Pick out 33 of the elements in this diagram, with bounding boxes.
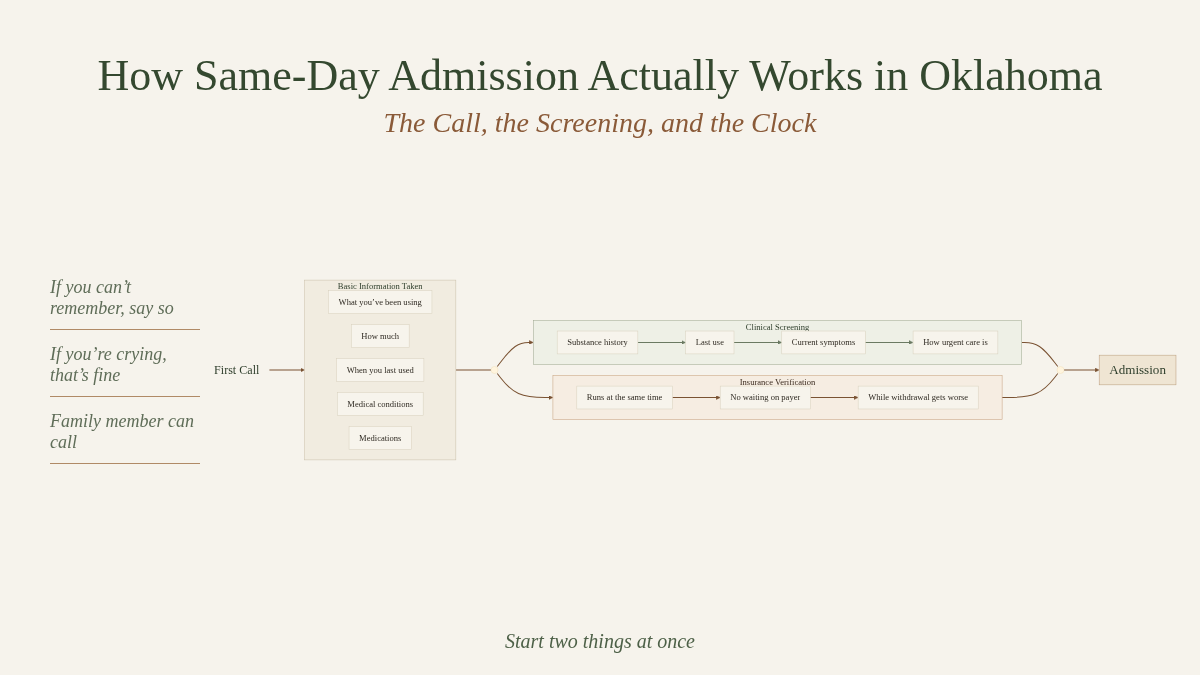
arrow (733, 340, 782, 345)
bracket-caption: Start two things at once (505, 630, 695, 652)
arrow (637, 340, 686, 345)
node-box: Last use (685, 330, 735, 355)
subtitle: The Call, the Screening, and the Clock (382, 107, 818, 139)
node-box: How urgent care is (912, 330, 999, 355)
node-box: What you’ve been using (328, 290, 433, 314)
note-text: If you can’t remember, say so (50, 276, 200, 330)
arrow (1063, 367, 1100, 373)
title: How Same-Day Admission Actually Works in Oklahoma (96, 50, 1104, 101)
node-box: Substance history (556, 330, 639, 355)
arrow (496, 340, 534, 367)
node-box: Current symptoms (781, 330, 866, 355)
arrow (496, 373, 554, 400)
note-text: Family member can call (50, 410, 200, 464)
node-circle (490, 366, 499, 374)
connector (1001, 373, 1059, 399)
arrow (864, 340, 914, 345)
node-box: Medical conditions (337, 392, 424, 416)
node-box: While withdrawal gets worse (857, 385, 979, 410)
node-circle (1056, 366, 1065, 374)
node-box: How much (351, 324, 410, 348)
arrow (268, 367, 305, 373)
arrow (809, 395, 859, 400)
node-text: First Call (214, 363, 260, 377)
node-box: Admission (1098, 354, 1177, 386)
note-text: If you’re crying, that’s fine (50, 343, 200, 397)
node-box: Runs at the same time (576, 385, 673, 410)
node-box: No waiting on payer (719, 385, 811, 410)
node-box: When you last used (336, 358, 425, 382)
arrow (671, 395, 721, 400)
connector (1021, 341, 1059, 367)
node-box: Medications (348, 426, 412, 450)
